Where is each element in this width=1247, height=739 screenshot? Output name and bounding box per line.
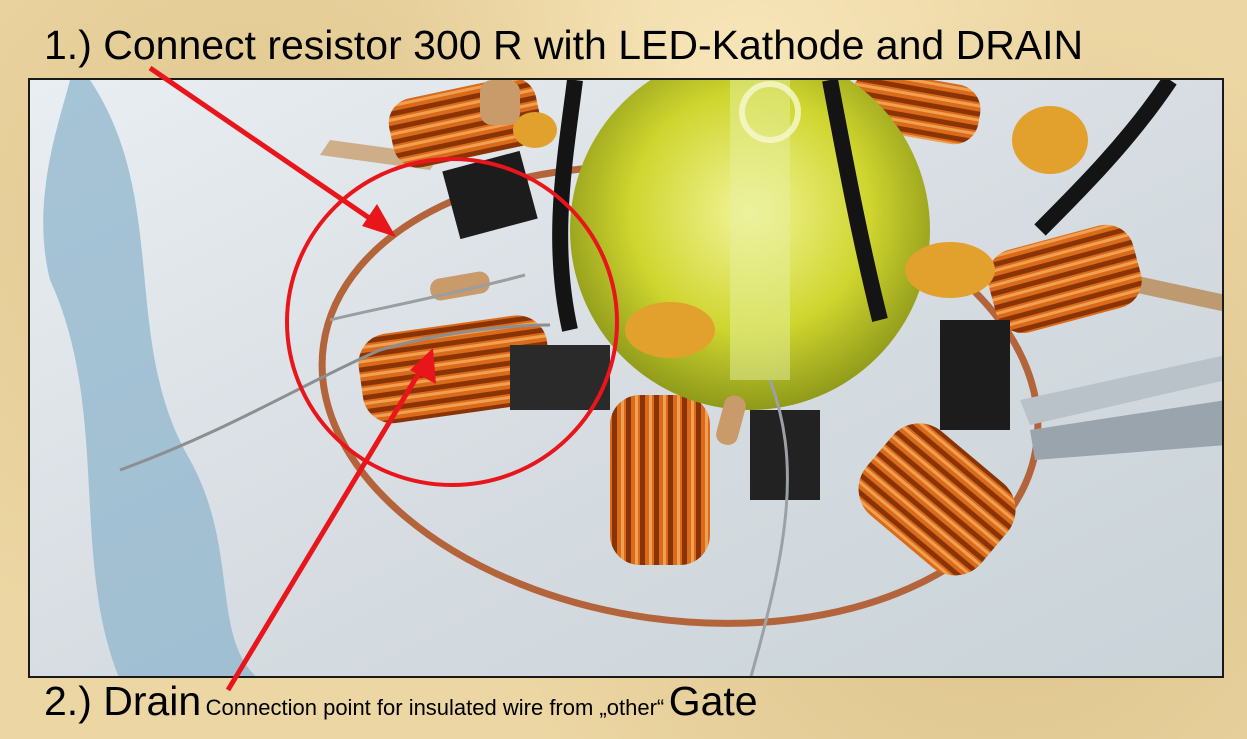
caption-gate: Gate xyxy=(668,678,758,724)
caption-step-1: 1.) Connect resistor 300 R with LED-Kath… xyxy=(44,22,1084,68)
circuit-photo xyxy=(28,78,1224,678)
caption-drain: 2.) Drain xyxy=(44,678,202,724)
arrow-1-line xyxy=(148,65,380,227)
arrow-1-head xyxy=(362,204,396,237)
arrow-2-line xyxy=(225,366,425,692)
highlight-circle xyxy=(285,157,619,487)
caption-connection-note: Connection point for insulated wire from… xyxy=(205,695,665,720)
arrow-2-head xyxy=(410,348,436,384)
caption-step-2: 2.) Drain Connection point for insulated… xyxy=(44,678,758,725)
